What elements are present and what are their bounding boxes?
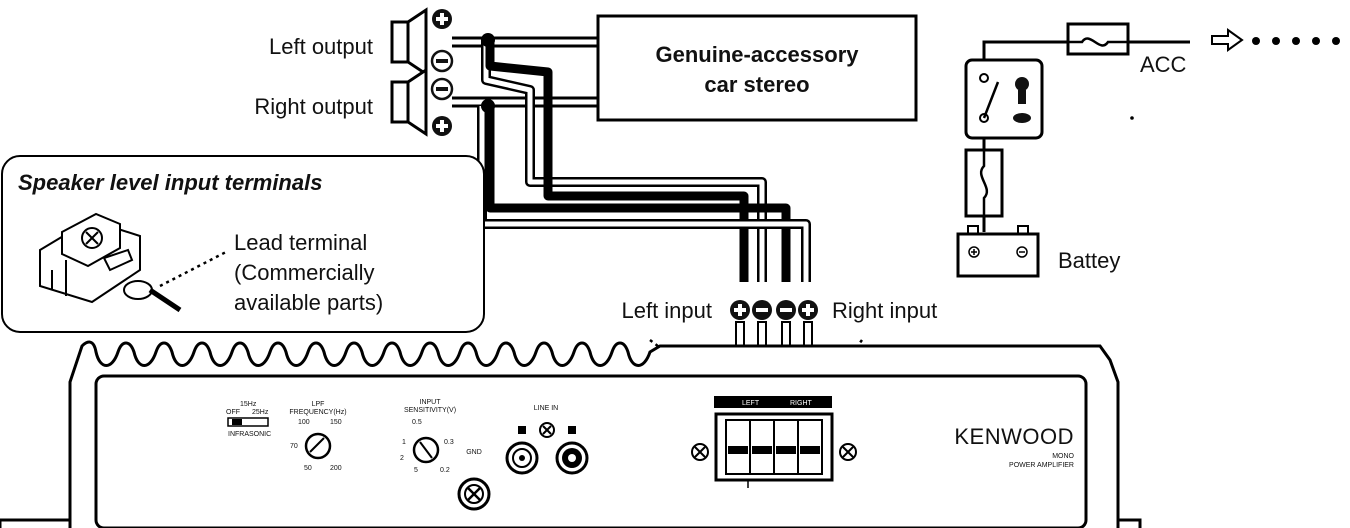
line-in-right-jack[interactable] — [555, 441, 589, 475]
junction-dot — [481, 99, 495, 113]
left-output-label: Left output — [269, 34, 373, 59]
brand-logo: KENWOOD — [954, 424, 1074, 449]
left-input-label: Left input — [621, 298, 712, 323]
terminal-screw-left-icon — [691, 443, 709, 461]
svg-text:70: 70 — [290, 443, 298, 450]
speaker-input-terminal-block[interactable]: LEFT RIGHT — [714, 396, 834, 488]
line-in-label: LINE IN — [534, 405, 559, 412]
svg-text:OFF: OFF — [226, 409, 240, 416]
plus-icon — [730, 300, 750, 320]
svg-text:FREQUENCY(Hz): FREQUENCY(Hz) — [289, 409, 346, 416]
plus-icon — [432, 116, 452, 136]
lead-pointer — [159, 250, 227, 288]
right-speaker — [390, 67, 428, 137]
svg-text:SENSITIVITY(V): SENSITIVITY(V) — [404, 407, 456, 414]
lead-label-line1: Lead terminal — [234, 230, 367, 255]
plus-icon — [432, 9, 452, 29]
car-stereo-box — [596, 14, 918, 122]
battery-icon — [956, 225, 1040, 278]
svg-text:200: 200 — [330, 465, 342, 472]
minus-icon — [430, 77, 454, 101]
svg-text:RIGHT: RIGHT — [790, 400, 813, 407]
minus-icon — [430, 49, 454, 73]
minus-icon — [752, 300, 772, 320]
continuation-dots — [1252, 37, 1340, 45]
svg-text:INPUT: INPUT — [420, 399, 442, 406]
line-in-right-marker — [568, 426, 576, 434]
svg-text:100: 100 — [298, 419, 310, 426]
svg-text:0.3: 0.3 — [444, 439, 454, 446]
lead-label-line3: available parts) — [234, 290, 383, 315]
battery-label: Battey — [1058, 248, 1120, 273]
svg-text:0.2: 0.2 — [440, 467, 450, 474]
input-sensitivity-knob[interactable]: INPUT SENSITIVITY(V) 0.5 1 0.3 2 5 0.2 — [400, 399, 456, 474]
gnd-screw-icon[interactable] — [457, 477, 491, 511]
inset-title: Speaker level input terminals — [18, 170, 322, 195]
acc-fuse-icon — [1066, 22, 1130, 56]
svg-text:50: 50 — [304, 465, 312, 472]
stereo-label-line2: car stereo — [704, 72, 809, 97]
lead-label-line2: (Commercially — [234, 260, 375, 285]
svg-text:2: 2 — [400, 455, 404, 462]
terminal-illustration — [39, 212, 182, 313]
inset-panel — [1, 155, 485, 333]
line-in-screw-icon — [539, 422, 555, 438]
svg-text:1: 1 — [402, 439, 406, 446]
svg-text:15Hz: 15Hz — [240, 401, 257, 408]
amplifier-base — [0, 518, 1142, 528]
svg-text:5: 5 — [414, 467, 418, 474]
line-in-left-marker — [518, 426, 526, 434]
svg-text:0.5: 0.5 — [412, 419, 422, 426]
acc-label: ACC — [1140, 52, 1187, 77]
plus-icon — [798, 300, 818, 320]
svg-text:LEFT: LEFT — [742, 400, 760, 407]
infrasonic-switch[interactable]: 15Hz OFF 25Hz INFRASONIC — [226, 401, 271, 438]
lpf-frequency-knob[interactable]: LPF FREQUENCY(Hz) 100 150 70 50 200 — [289, 401, 346, 472]
svg-text:25Hz: 25Hz — [252, 409, 269, 416]
battery-fuse-icon — [964, 148, 1004, 218]
model-line2: POWER AMPLIFIER — [1009, 462, 1074, 469]
left-speaker — [390, 7, 428, 77]
svg-text:LPF: LPF — [312, 401, 325, 408]
right-input-label: Right input — [832, 298, 937, 323]
svg-text:INFRASONIC: INFRASONIC — [228, 431, 271, 438]
terminal-screw-right-icon — [839, 443, 857, 461]
stray-dot — [1130, 116, 1134, 120]
gnd-label: GND — [466, 449, 482, 456]
ignition-switch-icon — [964, 58, 1044, 140]
minus-icon — [776, 300, 796, 320]
arrow-right-icon — [1211, 28, 1244, 52]
model-line1: MONO — [1052, 453, 1074, 460]
svg-text:150: 150 — [330, 419, 342, 426]
right-output-label: Right output — [254, 94, 373, 119]
amplifier-panel — [94, 374, 1088, 528]
junction-dot — [481, 33, 495, 47]
line-in-left-jack[interactable] — [505, 441, 539, 475]
stereo-label-line1: Genuine-accessory — [656, 42, 860, 67]
